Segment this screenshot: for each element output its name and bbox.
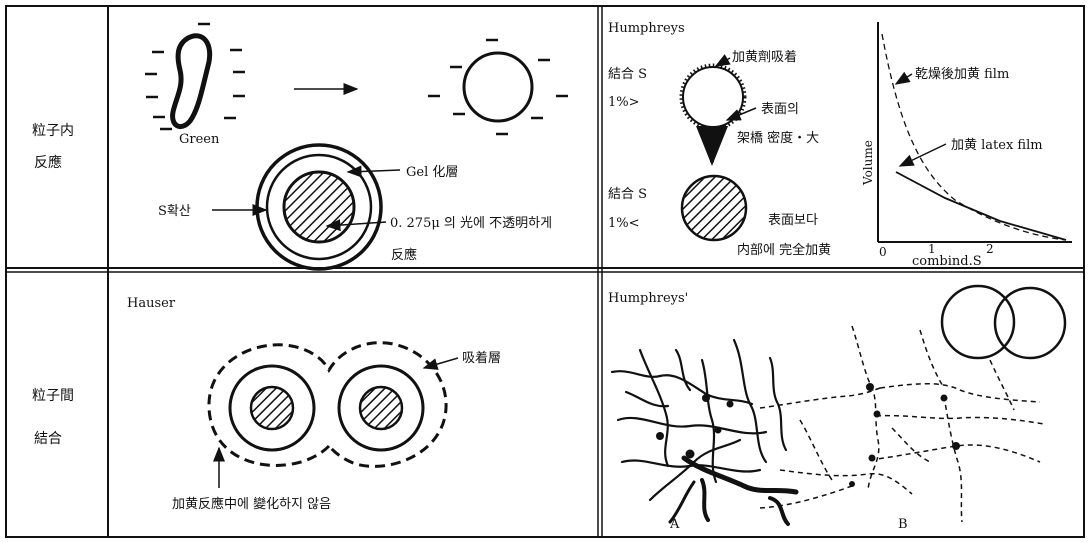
cell-humphreys-prime: Humphreys' bbox=[608, 286, 1065, 532]
left-particle-core bbox=[251, 387, 293, 429]
right-particle-core bbox=[360, 387, 402, 429]
network-b-dashed bbox=[760, 326, 1044, 522]
dry-film-label: 乾燥後加黄 film bbox=[915, 67, 1009, 82]
graph-xlabel: combind.S bbox=[912, 254, 982, 269]
cell-humphreys: Humphreys 加黄劑吸着 結合 S 1%> 表面의 架橋 密度・大 結合 … bbox=[608, 21, 1072, 269]
graph-ylabel: Volume bbox=[861, 140, 875, 186]
hauser-title: Hauser bbox=[127, 296, 176, 311]
vulcanized-particle bbox=[682, 176, 746, 240]
graph-tick-0: 0 bbox=[879, 245, 887, 259]
humphreys-title: Humphreys bbox=[608, 21, 685, 36]
hatched-core bbox=[284, 172, 354, 242]
row-label-interparticle-1: 粒子間 bbox=[32, 388, 74, 404]
reaction-label-1: 0. 275μ 의 光에 不透明하게 bbox=[390, 216, 552, 231]
less-than-label: 1%> bbox=[608, 95, 640, 110]
adsorbed-fringe bbox=[682, 66, 745, 129]
graph-tick-2: 2 bbox=[986, 242, 994, 256]
reaction-label-2: 反應 bbox=[391, 247, 417, 263]
more-than-label: 1%< bbox=[608, 216, 640, 231]
irregular-particle bbox=[173, 36, 210, 127]
crosslink-label: 架橋 密度・大 bbox=[737, 130, 819, 146]
green-label: Green bbox=[179, 132, 220, 147]
interior-full-label: 内部에 完全加黄 bbox=[737, 242, 831, 258]
surface-label: 表面의 bbox=[761, 102, 799, 117]
crosslink-nodes bbox=[656, 383, 960, 487]
adsorbed-layer-label: 吸着層 bbox=[462, 350, 501, 366]
no-change-label: 加黄反應中에 變化하지 않음 bbox=[172, 496, 331, 512]
cell-hauser: Hauser 吸着層 加黄反應中에 變化하지 않음 bbox=[127, 296, 501, 512]
humphreys-prime-title: Humphreys' bbox=[608, 291, 688, 306]
surface-more-label: 表面보다 bbox=[768, 213, 818, 228]
adsorbed-layer-outline bbox=[209, 343, 446, 467]
combined-s-label-1: 結合 S bbox=[608, 67, 647, 82]
s-diffusion-label: S확산 bbox=[158, 204, 191, 219]
volume-graph: 乾燥後加黄 film 加黄 latex film Volume 0 1 2 co… bbox=[861, 22, 1072, 269]
gel-layer-label: Gel 化層 bbox=[406, 165, 458, 180]
row-label-intraparticle-1: 粒子内 bbox=[32, 123, 74, 139]
latex-film-curve bbox=[896, 172, 1066, 240]
row-label-interparticle-2: 結合 bbox=[34, 431, 62, 447]
combined-s-label-2: 結合 S bbox=[608, 187, 647, 202]
latex-film-label: 加黄 latex film bbox=[951, 138, 1043, 153]
cell-green: Green Gel 化層 S확산 0. 275μ 의 光에 不透明하게 反應 bbox=[145, 24, 568, 269]
agent-adsorbed-label: 加黄劑吸着 bbox=[732, 49, 797, 65]
overlap-circle-right bbox=[995, 288, 1065, 358]
spherical-particle bbox=[464, 53, 532, 121]
adsorbed-pointer bbox=[716, 58, 730, 66]
network-label-a: A bbox=[669, 517, 680, 532]
row-label-intraparticle-2: 反應 bbox=[34, 154, 62, 171]
network-a-solid bbox=[612, 340, 796, 524]
network-label-b: B bbox=[898, 517, 908, 532]
table-grid bbox=[6, 6, 1084, 537]
dry-film-pointer bbox=[896, 74, 912, 84]
dry-film-curve bbox=[882, 34, 1066, 240]
